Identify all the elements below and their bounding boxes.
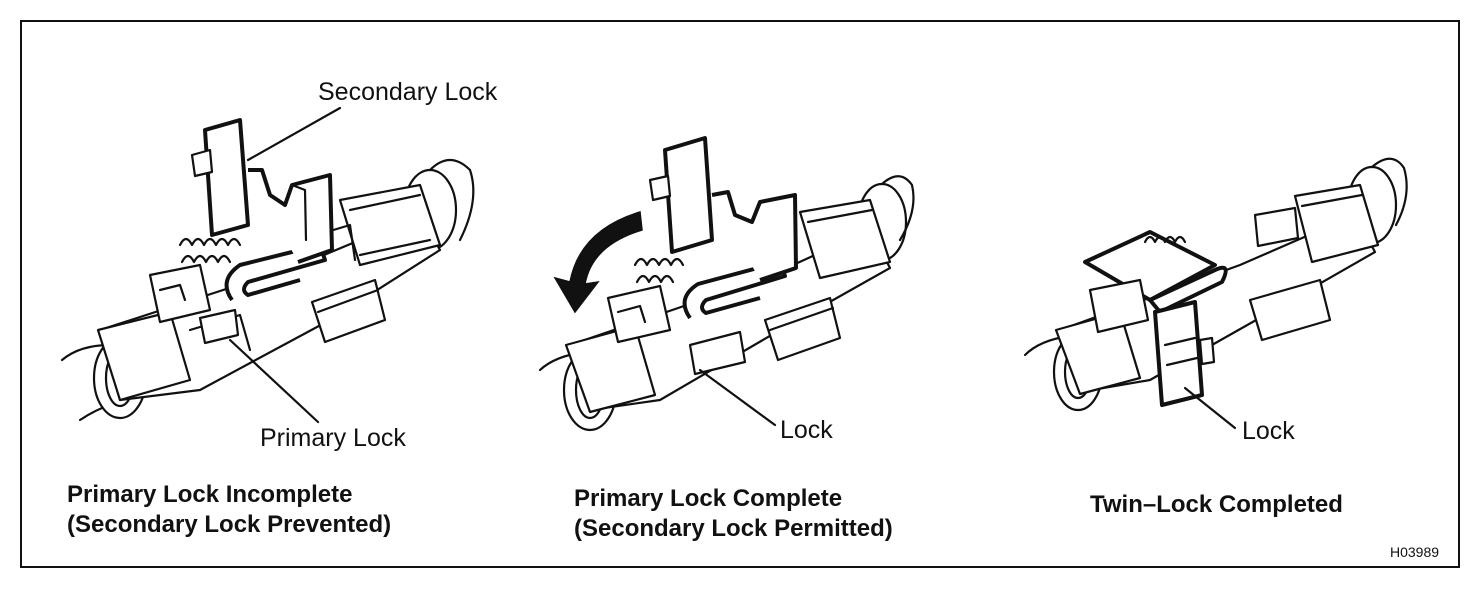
caption-left: Primary Lock Incomplete (Secondary Lock … [67, 480, 391, 540]
caption-middle-line1: Primary Lock Complete [574, 485, 843, 512]
figure-border [20, 20, 1460, 568]
connector-middle-drawing [538, 136, 915, 432]
caption-right: Twin–Lock Completed [1090, 490, 1343, 520]
label-secondary-lock: Secondary Lock [318, 78, 498, 106]
connector-left-drawing [60, 118, 475, 422]
leader-primary-lock [228, 338, 320, 424]
caption-middle-line2: (Secondary Lock Permitted) [574, 515, 893, 542]
figure-code: H03989 [1390, 544, 1440, 560]
connector-right-drawing [1023, 157, 1408, 412]
leader-lock-right [1183, 386, 1237, 430]
label-primary-lock: Primary Lock [260, 424, 406, 452]
caption-right-line1: Twin–Lock Completed [1090, 491, 1343, 518]
caption-left-line2: (Secondary Lock Prevented) [67, 511, 392, 538]
label-lock-right: Lock [1242, 417, 1295, 445]
caption-left-line1: Primary Lock Incomplete [67, 481, 353, 508]
leader-lock-middle [698, 368, 777, 427]
leader-secondary-lock [246, 106, 342, 162]
caption-middle: Primary Lock Complete (Secondary Lock Pe… [574, 484, 893, 544]
label-lock-middle: Lock [780, 416, 833, 444]
